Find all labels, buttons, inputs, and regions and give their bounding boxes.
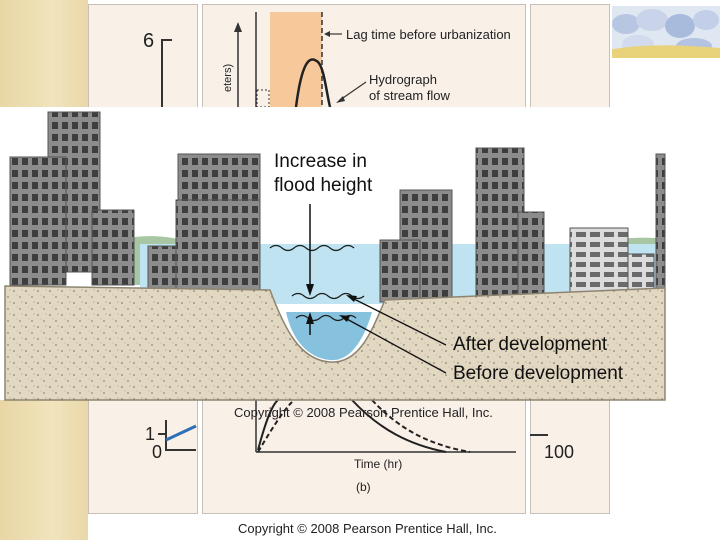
hydrograph-label-line1: Hydrograph — [369, 72, 437, 87]
y-axis-tick-top: 6 — [143, 30, 155, 52]
hydrograph-label-line2: of stream flow — [369, 88, 450, 103]
after-leader-line — [351, 297, 447, 346]
panel-a-line — [165, 424, 197, 442]
ground-cross-section — [4, 285, 666, 401]
overlay-copyright: Copyright © 2008 Pearson Prentice Hall, … — [234, 405, 493, 420]
panel-a-axis — [161, 39, 172, 110]
after-development-label: After development — [453, 334, 608, 355]
increase-label-line1: Increase in — [274, 151, 367, 172]
before-development-label: Before development — [453, 363, 624, 384]
x-axis-label: Time (hr) — [354, 457, 403, 471]
hydrograph-curve — [294, 58, 332, 108]
x-axis-tick-end: 100 — [544, 442, 575, 462]
before-leader-line — [344, 317, 447, 374]
channel-water — [286, 312, 372, 361]
lag-time-label: Lag time before urbanization — [346, 27, 511, 42]
increase-label-line2: flood height — [274, 175, 373, 196]
background-copyright: Copyright © 2008 Pearson Prentice Hall, … — [238, 521, 497, 536]
x-axis-tick-start: 0 — [152, 442, 163, 462]
panel-label-b: (b) — [356, 480, 371, 494]
y-axis-tick-bottom: 1 — [145, 424, 156, 444]
decorative-pebbles-image — [608, 6, 720, 58]
